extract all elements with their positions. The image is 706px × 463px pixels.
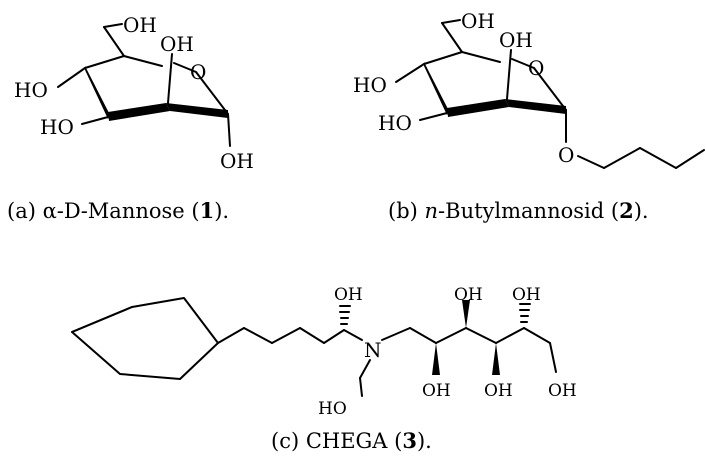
butylmannoside-bond: [441, 22, 463, 53]
mannose-bond: [227, 113, 231, 147]
mannose-label: OH: [123, 13, 157, 37]
chega-bond: [409, 327, 437, 344]
chega-bond: [523, 327, 551, 344]
chega-ring-inner-bond: [71, 306, 133, 333]
chega-bond: [299, 327, 325, 344]
butylmannoside-wedge: [505, 99, 566, 114]
mannose-bond: [173, 62, 197, 73]
chega-bond: [343, 329, 363, 341]
mannose-label: HO: [14, 78, 48, 102]
butylmannoside-bond: [577, 155, 605, 169]
chega-wedge: [492, 343, 500, 375]
butylmannoside-structure: OH OH O HO HO O: [353, 9, 705, 169]
chega-label: HO: [318, 399, 347, 419]
chega-label: OH: [484, 381, 513, 401]
chega-bond: [495, 327, 525, 344]
chega-caption: (c) CHEGA (3).: [271, 428, 432, 453]
butylmannoside-bond: [639, 147, 677, 169]
mannose-bond: [123, 55, 163, 67]
butylmannoside-label: OH: [461, 9, 495, 33]
butylmannoside-bond: [461, 51, 501, 63]
butylmannoside-label: HO: [353, 73, 387, 97]
chega-structure: OH N OH OH OH OH OH HO: [71, 285, 577, 419]
svg-text:(b) n-Butylmannosid (2).: (b) n-Butylmannosid (2).: [388, 198, 649, 223]
chega-bond: [465, 327, 497, 344]
svg-text:(c) CHEGA (3).: (c) CHEGA (3).: [271, 428, 432, 453]
mannose-structure: OH OH O HO HO OH: [14, 13, 254, 173]
butylmannoside-bond: [441, 19, 461, 24]
chega-bond: [435, 327, 467, 344]
chega-bond: [359, 359, 371, 379]
chega-label: OH: [334, 285, 363, 305]
butylmannoside-label: OH: [499, 28, 533, 52]
mannose-label: OH: [220, 149, 254, 173]
chega-hashed-bond: [519, 303, 531, 323]
butylmannoside-wedge: [424, 62, 449, 115]
mannose-ring-oxygen: O: [190, 60, 206, 84]
butylmannoside-bond: [419, 112, 448, 121]
mannose-label: HO: [40, 115, 74, 139]
mannose-wedge: [166, 103, 228, 118]
chega-hashed-bond: [339, 305, 351, 325]
mannose-label: OH: [160, 32, 194, 56]
svg-text:(a) α-D-Mannose (1).: (a) α-D-Mannose (1).: [7, 198, 229, 223]
butylmannoside-bond: [675, 149, 705, 169]
chega-label: OH: [512, 285, 541, 305]
chega-bond: [359, 377, 363, 397]
butylmannoside-ring-oxygen: O: [528, 56, 544, 80]
chega-bond: [323, 329, 345, 344]
chega-bond: [381, 327, 411, 341]
chega-label: OH: [422, 381, 451, 401]
mannose-bond: [103, 23, 123, 28]
mannose-bond: [195, 71, 229, 115]
mannose-bond: [103, 26, 125, 57]
mannose-caption: (a) α-D-Mannose (1).: [7, 198, 229, 223]
butylmannoside-bond: [423, 51, 463, 65]
butylmannoside-glycosidic-oxygen: O: [558, 143, 574, 167]
chega-label: OH: [548, 381, 577, 401]
mannose-bond: [167, 53, 173, 104]
mannose-bond: [81, 116, 109, 125]
chega-wedge: [462, 300, 470, 328]
chega-bond: [549, 342, 557, 373]
butylmannoside-bond: [511, 58, 535, 69]
butylmannoside-bond: [395, 63, 425, 83]
chega-nitrogen: N: [364, 338, 382, 362]
butylmannoside-label: HO: [378, 111, 412, 135]
chega-cyclohexane-ring: [71, 297, 219, 380]
mannose-bond: [57, 67, 86, 88]
butylmannoside-bond: [506, 49, 512, 100]
chega-wedge: [432, 343, 440, 375]
butylmannoside-bond: [603, 147, 641, 169]
butylmannoside-caption: (b) n-Butylmannosid (2).: [388, 198, 649, 223]
mannose-wedge: [85, 66, 110, 119]
butylmannoside-wedge: [447, 99, 509, 117]
chega-bond: [271, 327, 301, 344]
chega-bond: [217, 327, 245, 344]
butylmannoside-bond: [533, 67, 567, 111]
mannose-bond: [84, 55, 125, 69]
mannose-wedge: [108, 103, 170, 121]
chega-label: OH: [454, 285, 483, 305]
chega-bond: [243, 327, 273, 344]
